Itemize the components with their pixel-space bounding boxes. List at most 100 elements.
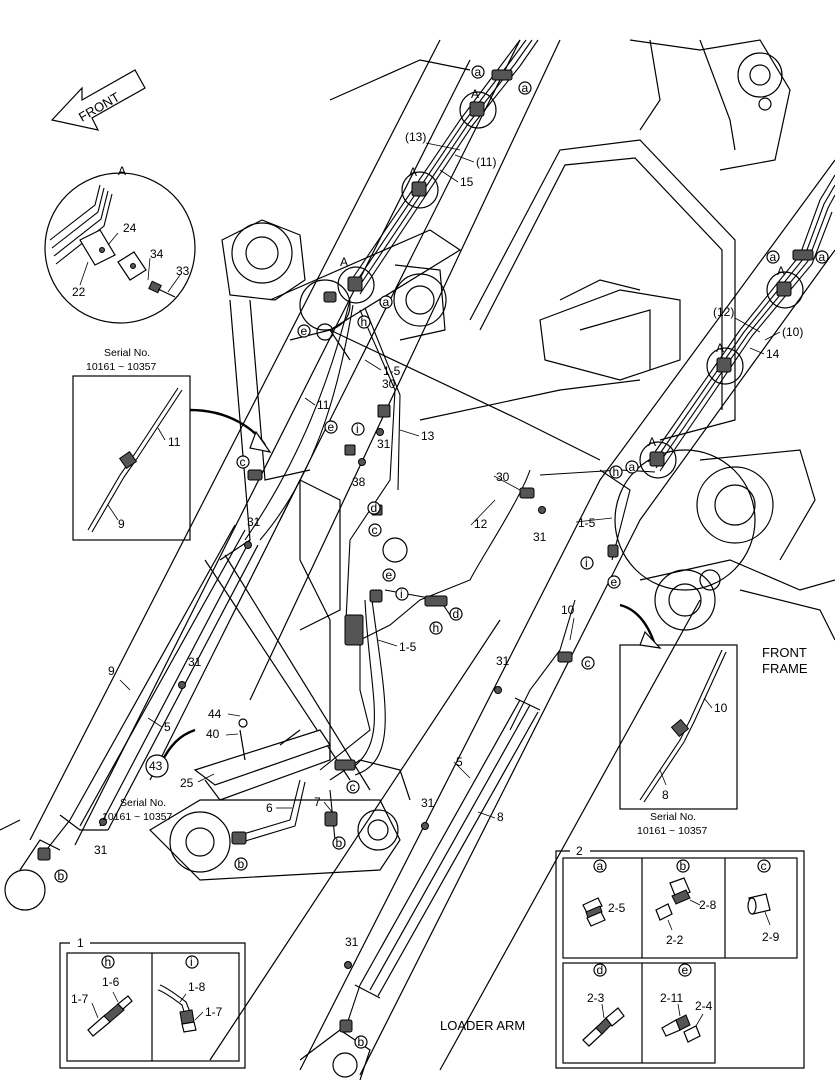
part-12: 12 (474, 517, 488, 531)
kit-1-cell-i: i 1-8 1-7 (157, 955, 223, 1033)
part-11: 11 (317, 398, 330, 412)
svg-text:h: h (105, 955, 112, 969)
callout-a-1: a (471, 65, 485, 79)
part-9: 9 (108, 664, 115, 678)
kit-2-title: 2 (576, 844, 583, 858)
callout-h-1: h (357, 315, 371, 329)
part-31-e: 31 (94, 843, 108, 857)
kit-2-cell-b: b 2-8 2-2 (655, 859, 717, 947)
svg-text:i: i (190, 955, 193, 969)
part-5-right: 5 (456, 755, 463, 769)
svg-text:b: b (238, 857, 245, 871)
part-6: 6 (266, 801, 273, 815)
part-A-5: A (716, 341, 724, 355)
part-31-f: 31 (496, 654, 510, 668)
part-31-h: 31 (345, 935, 359, 949)
svg-text:c: c (350, 780, 356, 794)
serial-right-range: 10161 ~ 10357 (637, 825, 708, 837)
svg-text:a: a (770, 250, 777, 264)
svg-text:1-6: 1-6 (102, 975, 120, 989)
serial-left-label-2: 9 (118, 517, 125, 531)
part-14: 14 (766, 347, 780, 361)
part-31-b: 31 (533, 530, 547, 544)
part-10-paren: (10) (782, 325, 803, 339)
kit-2-cell-a: a 2-5 (582, 859, 626, 927)
part-A-2: A (409, 165, 417, 179)
detail-a-title: A (118, 164, 126, 178)
callout-c-1: c (236, 455, 250, 469)
serial-left-range: 10161 ~ 10357 (86, 361, 157, 373)
svg-text:c: c (240, 455, 246, 469)
svg-text:e: e (611, 575, 618, 589)
svg-text:h: h (361, 315, 368, 329)
svg-text:a: a (475, 65, 482, 79)
part-numbers: (13) (11) 15 (12) (10) 14 1-5 1-5 1-5 11… (94, 87, 803, 949)
part-A-1: A (471, 87, 479, 101)
svg-text:h: h (613, 465, 620, 479)
callout-e-1: e (297, 324, 311, 338)
kit-1-cell-h: h 1-6 1-7 (71, 955, 133, 1037)
part-31-a: 31 (377, 437, 391, 451)
front-direction-arrow: FRONT (50, 69, 146, 131)
serial-left-title: Serial No. (104, 347, 150, 359)
svg-text:2-5: 2-5 (608, 901, 626, 915)
front-frame-label-1: FRONT (762, 645, 807, 660)
callout-a-6: a (629, 460, 636, 474)
part-1-5-b: 1-5 (578, 516, 596, 530)
part-10: 10 (561, 603, 575, 617)
detail-a-label-3: 33 (176, 264, 190, 278)
part-15: 15 (460, 175, 474, 189)
part-31-d: 31 (188, 655, 202, 669)
callout-e-4: e (607, 575, 621, 589)
serial-box-right: 10 8 Serial No. 10161 ~ 10357 (619, 603, 738, 837)
part-30-b: 30 (496, 470, 510, 484)
part-1-5-a: 1-5 (383, 364, 401, 378)
kit-1-title: 1 (77, 936, 84, 950)
callout-a-5: a (383, 295, 390, 309)
callout-i-1: i (351, 422, 365, 436)
kit-2-box: 2 a 2-5 b 2-8 2-2 c (555, 844, 805, 1069)
svg-text:2-4: 2-4 (695, 999, 713, 1013)
callout-b-1: b (54, 869, 68, 883)
part-5-left: 5 (164, 720, 171, 734)
loader-arm-structure (0, 39, 835, 1081)
svg-text:e: e (328, 420, 335, 434)
callout-extra: a a (379, 295, 639, 474)
detail-a-label-1: 24 (123, 221, 137, 235)
svg-text:i: i (400, 587, 403, 601)
callout-a-4: a (815, 250, 829, 264)
part-A-6: A (648, 435, 656, 449)
region-labels: FRONT FRAME LOADER ARM (440, 645, 808, 1033)
serial-right-label-1: 10 (714, 701, 728, 715)
svg-text:c: c (761, 859, 767, 873)
serial-right-label-2: 8 (662, 788, 669, 802)
svg-text:e: e (301, 324, 308, 338)
part-A-3: A (340, 255, 348, 269)
detail-a-label-2: 34 (150, 247, 164, 261)
front-frame-label-2: FRAME (762, 661, 808, 676)
callout-e-3: e (382, 568, 396, 582)
guard-plate-25 (193, 718, 331, 801)
svg-text:2-11: 2-11 (660, 991, 683, 1005)
serial-label-plate: Serial No. 10161 ~ 10357 43 (102, 728, 196, 823)
kit-2-cell-c: c 2-9 (747, 859, 780, 944)
part-13: 13 (421, 429, 435, 443)
part-31-c: 31 (247, 515, 261, 529)
kit-2-cell-d: d 2-3 (582, 963, 625, 1047)
part-8: 8 (497, 810, 504, 824)
detail-a-label-4: 22 (72, 285, 86, 299)
part-43: 43 (149, 759, 163, 773)
callout-b-4: b (354, 1035, 368, 1049)
svg-text:b: b (336, 836, 343, 850)
part-7: 7 (314, 795, 321, 809)
steel-pipes (39, 524, 541, 1031)
part-44: 44 (208, 707, 222, 721)
svg-text:d: d (597, 963, 604, 977)
svg-text:1-7: 1-7 (205, 1005, 223, 1019)
part-11-paren: (11) (476, 155, 496, 169)
callout-d-2: d (449, 607, 463, 621)
svg-text:d: d (371, 501, 378, 515)
hose-runs (239, 299, 656, 843)
callout-h-3: h (609, 465, 623, 479)
